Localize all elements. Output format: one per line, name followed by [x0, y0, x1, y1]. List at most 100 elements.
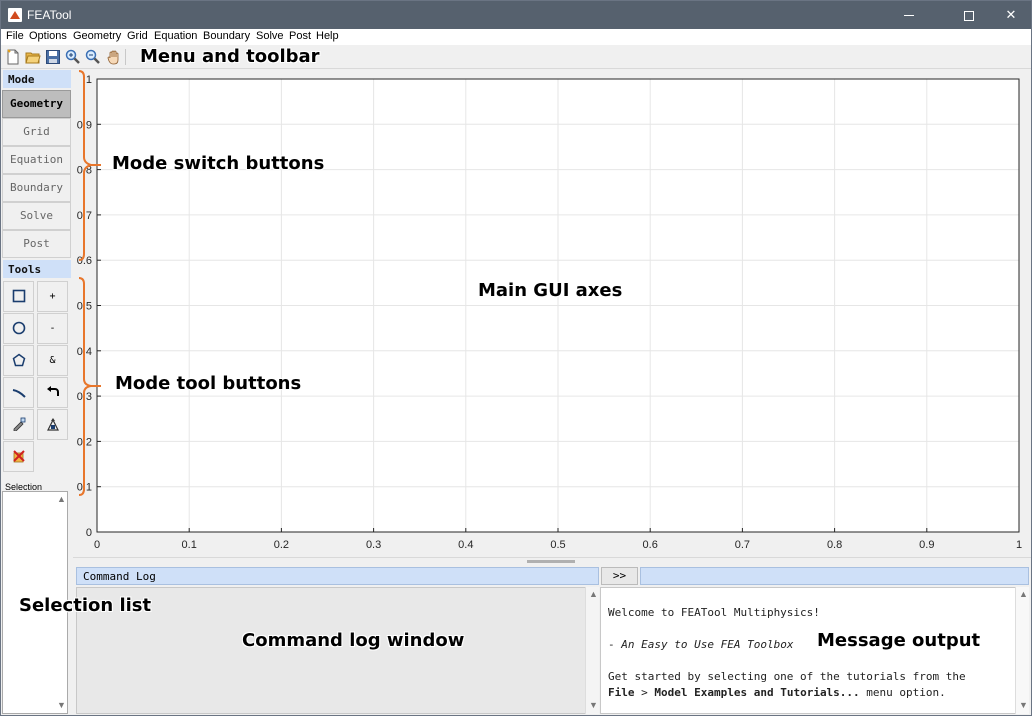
- y-tick-label: 1: [86, 74, 92, 86]
- menu-solve[interactable]: Solve: [256, 30, 284, 42]
- toolbar: [1, 45, 1031, 69]
- annotation-main-axes: Main GUI axes: [478, 280, 623, 301]
- x-tick-label: 0.1: [182, 539, 197, 551]
- pan-hand-icon[interactable]: [106, 49, 122, 65]
- menu-hint-message: File > Model Examples and Tutorials... m…: [608, 686, 946, 699]
- getting-started-message: Get started by selecting one of the tuto…: [608, 670, 966, 683]
- selection-label: Selection: [5, 482, 43, 492]
- tools-header: Tools: [3, 260, 71, 278]
- x-tick-label: 0.2: [274, 539, 289, 551]
- polygon-tool-button[interactable]: [3, 345, 34, 376]
- zoom-in-icon[interactable]: [65, 49, 81, 65]
- menu-boundary[interactable]: Boundary: [203, 30, 251, 42]
- undo-icon: [46, 386, 59, 396]
- mode-post-button[interactable]: Post: [2, 230, 71, 258]
- menu-geometry[interactable]: Geometry: [73, 30, 122, 42]
- scroll-down-icon[interactable]: ▼: [589, 700, 598, 710]
- annotation-message-output: Message output: [817, 630, 981, 651]
- transform-icon: [46, 418, 59, 431]
- x-tick-label: 0.7: [735, 539, 750, 551]
- message-output-header: [640, 567, 1029, 585]
- annotation-command-log: Command log window: [242, 630, 465, 651]
- splitter-grip[interactable]: [527, 560, 575, 563]
- menu-options[interactable]: Options: [29, 30, 67, 42]
- x-tick-label: 0.3: [366, 539, 381, 551]
- hint-separator: >: [634, 686, 655, 699]
- union-tool-button[interactable]: +: [37, 281, 68, 312]
- message-output-window[interactable]: Welcome to FEATool Multiphysics! - An Ea…: [600, 587, 1029, 714]
- command-log-header: Command Log: [76, 567, 599, 585]
- mode-solve-button[interactable]: Solve: [2, 202, 71, 230]
- toggle-message-button[interactable]: >>: [601, 567, 638, 585]
- hint-rest: menu option.: [859, 686, 946, 699]
- mode-grid-button[interactable]: Grid: [2, 118, 71, 146]
- new-file-icon[interactable]: [5, 49, 21, 65]
- menu-post[interactable]: Post: [289, 30, 312, 42]
- message-output-scrollbar[interactable]: ▲ ▼: [1015, 587, 1029, 714]
- scroll-up-icon[interactable]: ▲: [589, 589, 598, 599]
- menu-grid[interactable]: Grid: [127, 30, 148, 42]
- x-tick-label: 0.4: [458, 539, 473, 551]
- app-logo-icon: [8, 8, 22, 22]
- subtract-tool-button[interactable]: -: [37, 313, 68, 344]
- mode-boundary-button[interactable]: Boundary: [2, 174, 71, 202]
- open-folder-icon[interactable]: [25, 49, 41, 65]
- polygon-icon: [12, 353, 25, 367]
- tagline-text: An Easy to Use FEA Toolbox: [621, 638, 794, 651]
- mode-geometry-button[interactable]: Geometry: [2, 90, 71, 118]
- scroll-up-icon[interactable]: ▲: [1019, 589, 1028, 599]
- annotation-braces: [78, 70, 101, 496]
- plus-icon: +: [49, 291, 56, 302]
- close-button[interactable]: ✕: [988, 1, 1032, 29]
- delete-tool-button[interactable]: [3, 441, 34, 472]
- rectangle-icon: [12, 289, 25, 303]
- tagline-message: - An Easy to Use FEA Toolbox: [608, 638, 793, 651]
- minus-icon: -: [49, 323, 56, 334]
- maximize-icon: [964, 10, 974, 21]
- hint-file: File: [608, 686, 635, 699]
- x-tick-label: 0.5: [550, 539, 565, 551]
- hint-model-examples: Model Examples and Tutorials...: [654, 686, 860, 699]
- close-icon: ✕: [1005, 7, 1017, 22]
- circle-tool-button[interactable]: [3, 313, 34, 344]
- panel-splitter[interactable]: [73, 557, 1031, 565]
- title-bar: FEATool ✕: [1, 1, 1031, 29]
- delete-icon: [12, 450, 25, 463]
- axes-box: [96, 78, 1020, 533]
- save-icon[interactable]: [45, 49, 61, 65]
- mode-header: Mode: [3, 70, 71, 88]
- undo-tool-button[interactable]: [37, 377, 68, 408]
- annotation-selection-list: Selection list: [19, 595, 152, 616]
- menu-file[interactable]: File: [6, 30, 24, 42]
- selection-list[interactable]: ▲ ▼: [2, 491, 68, 714]
- zoom-out-icon[interactable]: [85, 49, 101, 65]
- minimize-button[interactable]: [886, 1, 932, 29]
- toolbar-separator: [125, 49, 126, 65]
- line-icon: [12, 389, 26, 398]
- annotation-mode-switch: Mode switch buttons: [112, 153, 325, 174]
- y-tick-label: 0: [86, 527, 92, 539]
- command-log-scrollbar[interactable]: ▲ ▼: [585, 587, 599, 714]
- scroll-down-icon[interactable]: ▼: [57, 700, 66, 710]
- intersect-tool-button[interactable]: &: [37, 345, 68, 376]
- minimize-icon: [904, 15, 914, 17]
- x-tick-label: 1: [1016, 539, 1022, 551]
- menu-equation[interactable]: Equation: [154, 30, 198, 42]
- edit-object-icon: [13, 417, 25, 431]
- rectangle-tool-button[interactable]: [3, 281, 34, 312]
- command-log-window[interactable]: [76, 587, 599, 714]
- x-tick-label: 0.9: [919, 539, 934, 551]
- transform-tool-button[interactable]: [37, 409, 68, 440]
- scroll-down-icon[interactable]: ▼: [1019, 700, 1028, 710]
- scroll-up-icon[interactable]: ▲: [57, 494, 66, 504]
- mode-equation-button[interactable]: Equation: [2, 146, 71, 174]
- maximize-button[interactable]: [946, 1, 992, 29]
- x-tick-label: 0.8: [827, 539, 842, 551]
- edit-object-tool-button[interactable]: [3, 409, 34, 440]
- y-tick-label: 0.6: [77, 255, 92, 267]
- x-tick-label: 0.6: [643, 539, 658, 551]
- line-tool-button[interactable]: [3, 377, 34, 408]
- menu-help[interactable]: Help: [316, 30, 339, 42]
